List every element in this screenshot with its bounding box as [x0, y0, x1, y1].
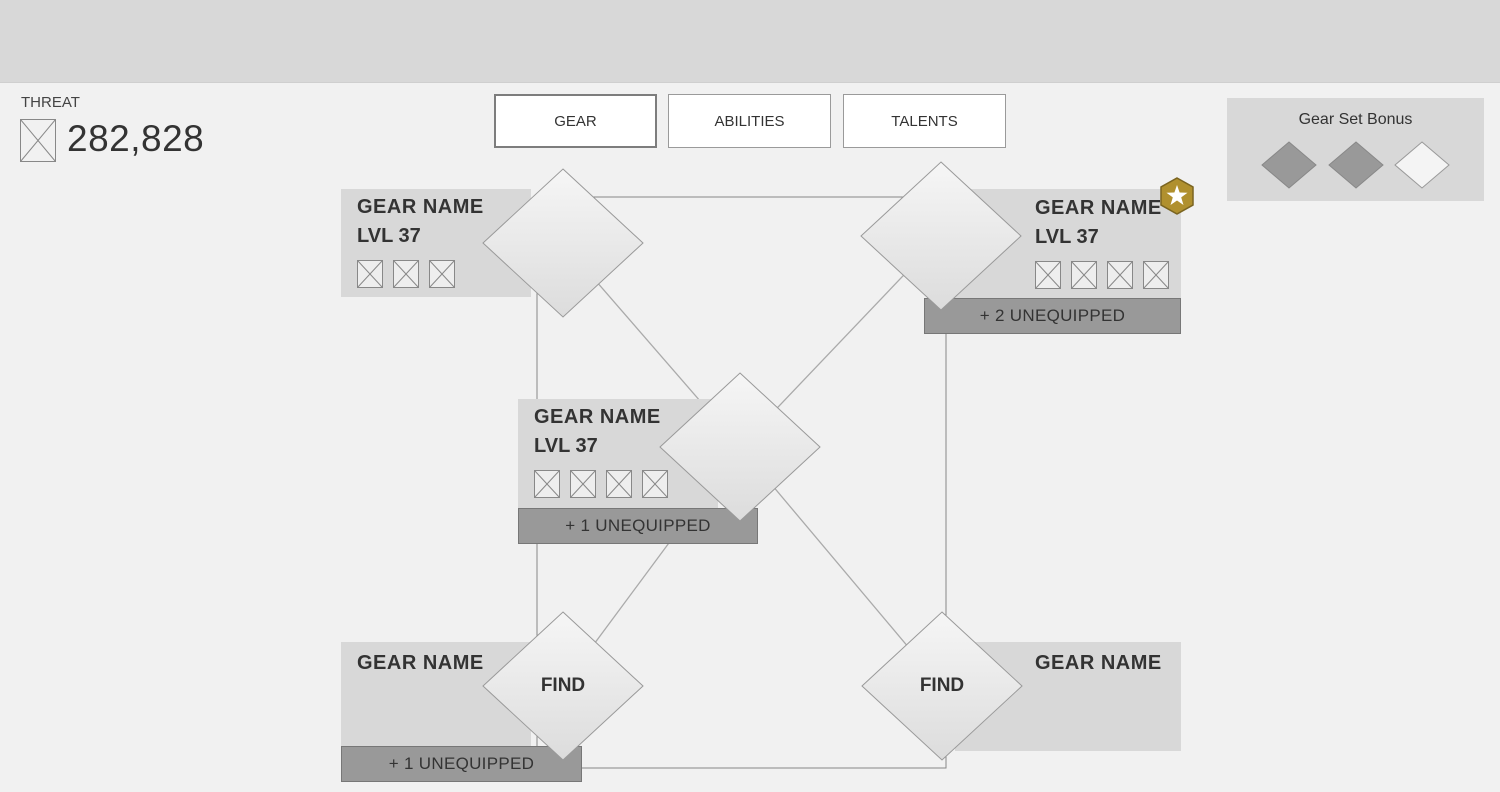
socket-icon[interactable] [393, 260, 419, 288]
gear-slot-diamond-top-right[interactable] [860, 161, 1022, 311]
socket-icon[interactable] [606, 470, 632, 498]
top-bar [0, 0, 1500, 83]
tab-talents[interactable]: TALENTS [843, 94, 1006, 148]
tab-gear[interactable]: GEAR [494, 94, 657, 148]
gear-name: GEAR NAME [534, 406, 661, 428]
gear-level: LVL 37 [1035, 226, 1099, 248]
socket-icon[interactable] [429, 260, 455, 288]
tab-abilities[interactable]: ABILITIES [668, 94, 831, 148]
socket-icon[interactable] [534, 470, 560, 498]
star-icon [1160, 177, 1194, 215]
socket-icon[interactable] [357, 260, 383, 288]
socket-icon[interactable] [1071, 261, 1097, 289]
gear-level: LVL 37 [357, 225, 421, 247]
image-placeholder-icon [20, 119, 56, 162]
set-piece-2-icon [1328, 141, 1384, 189]
set-piece-1-icon [1261, 141, 1317, 189]
unequipped-button-top-right[interactable]: + 2 UNEQUIPPED [924, 298, 1181, 334]
threat-value: 282,828 [67, 118, 205, 159]
socket-icon[interactable] [570, 470, 596, 498]
socket-icon[interactable] [1143, 261, 1169, 289]
unequipped-button-bottom-left[interactable]: + 1 UNEQUIPPED [341, 746, 582, 782]
gear-name: GEAR NAME [357, 652, 484, 674]
gear-slot-diamond-bottom-right[interactable] [861, 611, 1023, 761]
gear-name: GEAR NAME [1035, 197, 1162, 219]
socket-icon[interactable] [642, 470, 668, 498]
gear-set-bonus-pieces [1261, 141, 1450, 189]
unequipped-button-center[interactable]: + 1 UNEQUIPPED [518, 508, 758, 544]
gear-name: GEAR NAME [357, 196, 484, 218]
gear-slot-diamond-center[interactable] [659, 372, 821, 522]
gear-card-top-right[interactable]: GEAR NAME LVL 37 [955, 189, 1181, 299]
gear-name: GEAR NAME [1035, 652, 1162, 674]
gear-set-bonus-title: Gear Set Bonus [1298, 111, 1413, 128]
socket-icon[interactable] [1107, 261, 1133, 289]
gear-slot-diamond-bottom-left[interactable] [482, 611, 644, 761]
socket-icon[interactable] [1035, 261, 1061, 289]
gear-level: LVL 37 [534, 435, 598, 457]
gear-slot-diamond-top-left[interactable] [482, 168, 644, 318]
set-piece-3-icon [1394, 141, 1450, 189]
threat-label: THREAT [21, 94, 80, 111]
